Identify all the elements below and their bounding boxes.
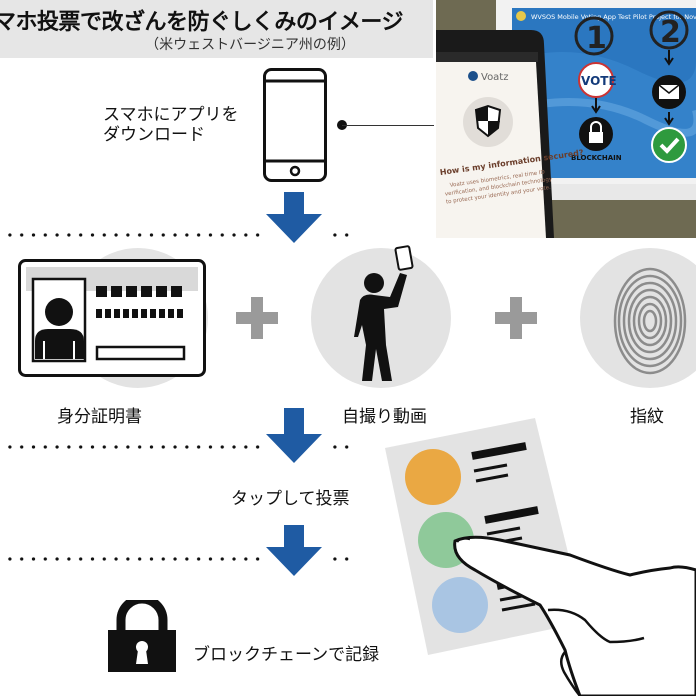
- separator-dots-3b: [329, 557, 355, 561]
- plus-icon-2: [495, 297, 537, 339]
- record-label: ブロックチェーンで記録: [193, 645, 380, 665]
- page-subtitle: （米ウェストバージニア州の例）: [145, 37, 355, 53]
- callout-line: [342, 124, 434, 126]
- separator-dots-2: [4, 445, 266, 449]
- down-arrow-2-icon: [266, 408, 322, 463]
- fingerprint-label: 指紋: [630, 407, 664, 427]
- download-label-line1: スマホにアプリを: [103, 105, 239, 125]
- photo-app-name: Voatz: [481, 72, 508, 83]
- separator-dots-1b: [329, 233, 355, 237]
- photo-step-1: 1: [586, 21, 607, 56]
- voting-app-photo: WVSOS Mobile Voting App Test Pilot Proje…: [436, 0, 696, 238]
- download-label: スマホにアプリを ダウンロード: [103, 105, 239, 145]
- plus-icon-1: [236, 297, 278, 339]
- padlock-icon: [108, 600, 176, 672]
- photo-step-2: 2: [660, 15, 681, 50]
- down-arrow-3-icon: [266, 525, 322, 576]
- selfie-person-icon: [354, 245, 414, 381]
- id-card-label: 身分証明書: [57, 407, 142, 427]
- ballot-tap-icon: [385, 418, 696, 696]
- selfie-label: 自撮り動画: [342, 407, 427, 427]
- download-label-line2: ダウンロード: [103, 125, 205, 145]
- id-card-icon: [18, 259, 206, 377]
- down-arrow-1-icon: [266, 192, 322, 243]
- page-title: マホ投票で改ざんを防ぐしくみのイメージ: [0, 10, 403, 35]
- vote-label: タップして投票: [231, 489, 350, 509]
- separator-dots-3: [4, 557, 266, 561]
- separator-dots-1: [4, 233, 266, 237]
- title-bar: [0, 0, 433, 58]
- photo-vote-badge: VOTE: [581, 74, 617, 88]
- photo-blockchain-text: BLOCKCHAIN: [571, 154, 622, 162]
- separator-dots-2b: [329, 445, 355, 449]
- smartphone-icon: [263, 68, 327, 182]
- fingerprint-icon: [613, 267, 687, 375]
- photo-banner-text: WVSOS Mobile Voting App Test Pilot Proje…: [531, 13, 696, 21]
